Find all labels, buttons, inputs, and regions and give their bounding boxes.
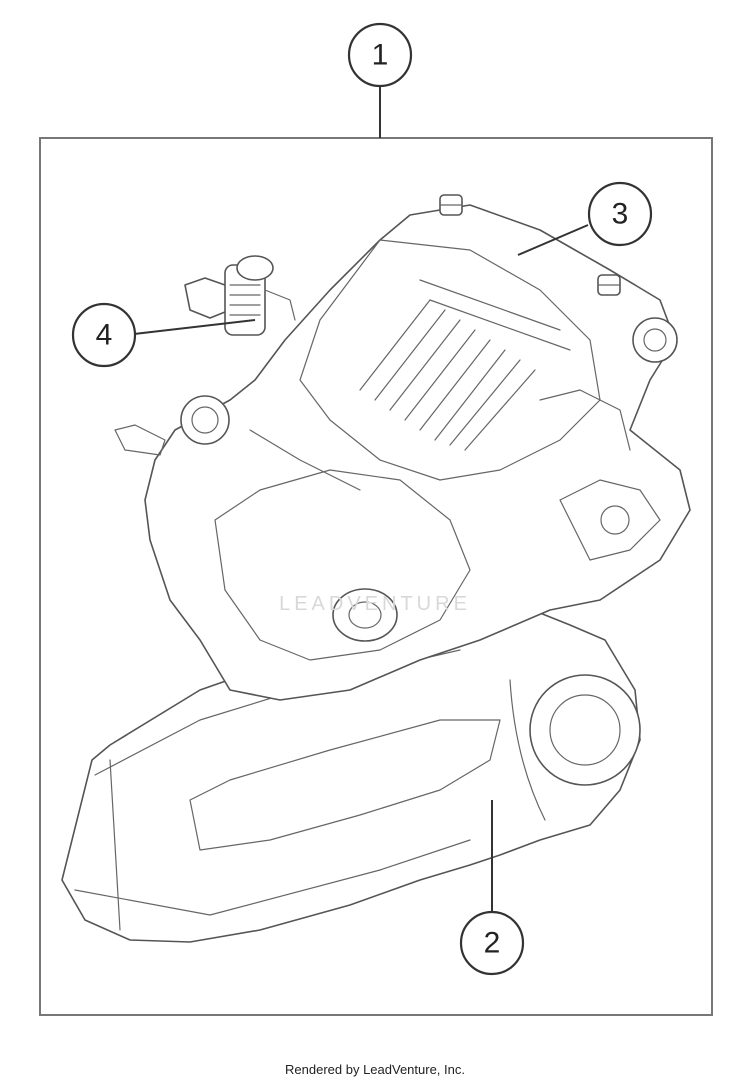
caliper-pin-fitting — [439, 194, 621, 296]
callout-3-label: 3 — [612, 198, 629, 231]
brake-caliper-drawing — [61, 194, 691, 943]
callout-4-label: 4 — [96, 319, 113, 352]
callout-3-leader — [517, 224, 589, 256]
caliper-support-bracket — [61, 604, 641, 943]
callout-2-label: 2 — [484, 927, 501, 960]
caliper-body — [114, 204, 691, 701]
callout-4-bubble — [71, 302, 137, 368]
callout-1-label: 1 — [372, 39, 389, 72]
callout-4-leader — [133, 319, 256, 335]
watermark-text: LEADVENTURE — [279, 593, 471, 615]
bleeder-screw — [184, 255, 296, 336]
callout-1-bubble — [347, 22, 413, 88]
callout-3-bubble — [587, 181, 653, 247]
render-credit: Rendered by LeadVenture, Inc. — [285, 1062, 465, 1077]
callout-2-bubble — [459, 910, 525, 976]
assembly-frame — [39, 137, 713, 1016]
